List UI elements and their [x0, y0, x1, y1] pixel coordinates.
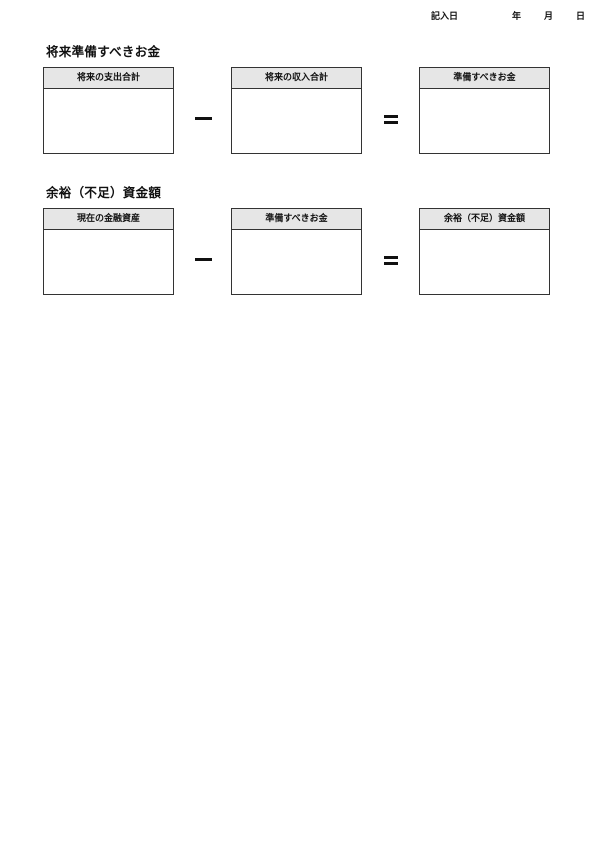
required-savings-field[interactable]: [420, 89, 549, 153]
box-current-financial-assets: 現在の金融資産: [43, 208, 174, 295]
box-header: 余裕（不足）資金額: [420, 209, 549, 230]
future-income-total-field[interactable]: [232, 89, 361, 153]
entry-date-row: 記入日 年 月 日: [0, 9, 595, 23]
year-label: 年: [512, 12, 522, 22]
box-header: 準備すべきお金: [232, 209, 361, 230]
month-label: 月: [544, 12, 554, 22]
day-label: 日: [576, 12, 586, 22]
box-surplus-shortfall-amount: 余裕（不足）資金額: [419, 208, 550, 295]
equals-icon: [382, 251, 402, 271]
required-savings-field-2[interactable]: [232, 230, 361, 294]
equals-icon: [382, 110, 402, 130]
surplus-shortfall-amount-field[interactable]: [420, 230, 549, 294]
section-title-surplus-shortfall: 余裕（不足）資金額: [46, 185, 162, 200]
minus-icon: [194, 109, 214, 129]
box-future-expenses-total: 将来の支出合計: [43, 67, 174, 154]
box-header: 将来の支出合計: [44, 68, 173, 89]
future-expenses-total-field[interactable]: [44, 89, 173, 153]
box-required-savings-2: 準備すべきお金: [231, 208, 362, 295]
current-financial-assets-field[interactable]: [44, 230, 173, 294]
section-title-future-savings: 将来準備すべきお金: [46, 44, 161, 59]
box-future-income-total: 将来の収入合計: [231, 67, 362, 154]
box-required-savings: 準備すべきお金: [419, 67, 550, 154]
box-header: 準備すべきお金: [420, 68, 549, 89]
minus-icon: [194, 250, 214, 270]
box-header: 将来の収入合計: [232, 68, 361, 89]
entry-date-label: 記入日: [431, 12, 459, 22]
box-header: 現在の金融資産: [44, 209, 173, 230]
